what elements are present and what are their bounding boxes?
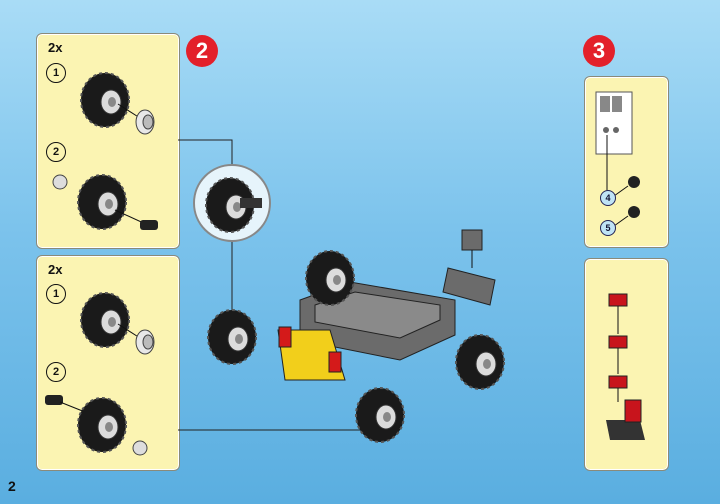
wheel-assembly-2: [45, 292, 155, 456]
substep-badge: 5: [600, 220, 616, 236]
quantity-label: 2x: [48, 262, 63, 277]
stacked-blocks: [606, 293, 645, 440]
substep-badge: 2: [46, 142, 66, 162]
substep-badge: 1: [46, 63, 66, 83]
quantity-label: 2x: [48, 40, 63, 55]
substep-badge: 1: [46, 284, 66, 304]
step-number-badge: 2: [186, 35, 218, 67]
vehicle-chassis: [207, 229, 505, 443]
sticker-sheet: [595, 91, 640, 227]
page-number: 2: [8, 478, 16, 494]
substep-badge: 4: [600, 190, 616, 206]
step-number-badge: 3: [583, 35, 615, 67]
wheel-assembly-1: [52, 72, 158, 230]
connector-line: [178, 139, 233, 170]
substep-badge: 2: [46, 362, 66, 382]
